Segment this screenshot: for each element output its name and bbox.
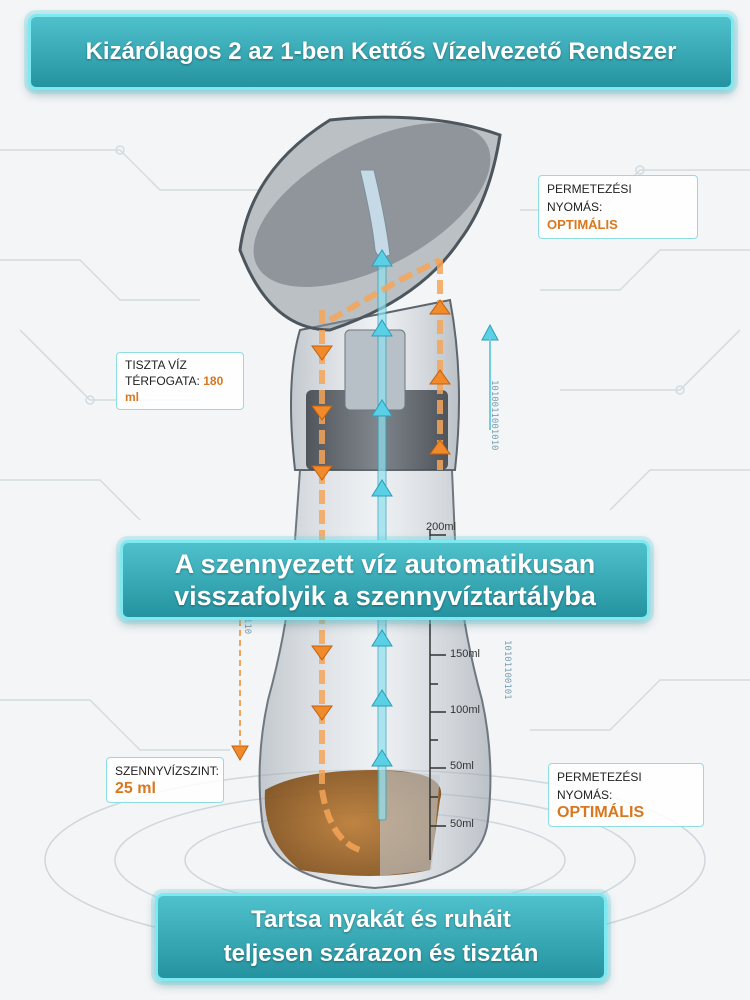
clean-water-line1: TISZTA VÍZ — [125, 358, 187, 372]
measure-100ml: 100ml — [450, 704, 480, 716]
middle-banner: A szennyezett víz automatikusan visszafo… — [120, 540, 650, 620]
clean-water-volume-label: TISZTA VÍZ TÉRFOGATA: 180 ml — [116, 352, 244, 410]
spray-pressure-bottom-value: OPTIMÁLIS — [557, 804, 645, 821]
bottom-banner-line1: Tartsa nyakát és ruháit — [251, 906, 511, 933]
spray-pressure-top-label: PERMETEZÉSI NYOMÁS: OPTIMÁLIS — [538, 175, 698, 239]
spray-pressure-bottom-label: PERMETEZÉSI NYOMÁS: OPTIMÁLIS — [548, 763, 704, 827]
bottom-banner-line2: teljesen szárazon és tisztán — [223, 940, 539, 967]
measure-150ml: 150ml — [450, 648, 480, 660]
clean-water-value: 180 ml — [125, 374, 224, 404]
spray-pressure-top-name: PERMETEZÉSI NYOMÁS: — [547, 182, 632, 214]
measure-50ml-upper: 50ml — [450, 760, 474, 772]
svg-text:10101100101: 10101100101 — [502, 640, 512, 700]
measure-200ml: 200ml — [426, 521, 456, 533]
middle-banner-line1: A szennyezett víz automatikusan — [174, 549, 596, 579]
measure-50ml-lower: 50ml — [450, 818, 474, 830]
middle-banner-line2: visszafolyik a szennyvíztartályba — [174, 581, 596, 611]
waste-water-value: 25 ml — [115, 780, 156, 797]
spray-pressure-bottom-name: PERMETEZÉSI NYOMÁS: — [557, 770, 642, 802]
page-title: Kizárólagos 2 az 1-ben Kettős Vízelvezet… — [85, 38, 677, 65]
clean-water-line2: TÉRFOGATA: — [125, 374, 200, 388]
bottom-banner: Tartsa nyakát és ruháit teljesen szárazo… — [155, 893, 607, 981]
spray-pressure-top-value: OPTIMÁLIS — [547, 217, 618, 232]
svg-text:1010011001010: 1010011001010 — [489, 380, 499, 450]
waste-water-name: SZENNYVÍZSZINT: — [115, 764, 220, 778]
circuit-pattern — [0, 145, 750, 751]
title-banner: Kizárólagos 2 az 1-ben Kettős Vízelvezet… — [28, 14, 734, 90]
waste-water-level-label: SZENNYVÍZSZINT: 25 ml — [106, 757, 224, 803]
